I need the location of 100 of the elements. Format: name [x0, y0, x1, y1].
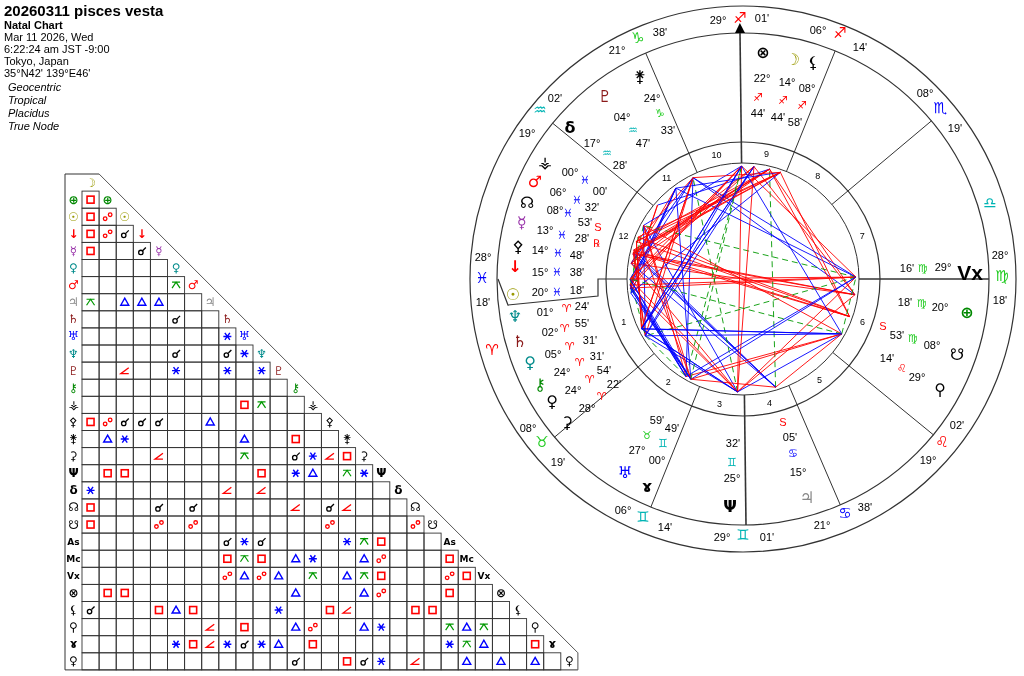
zodiac-sign-glyph: ♒: [628, 124, 638, 136]
chart-info-text: Tropical: [8, 94, 47, 106]
zodiac-sign-glyph: ♓: [572, 194, 582, 206]
degree-label: 38': [569, 266, 585, 278]
degree-label: 19': [550, 456, 566, 468]
planet-glyph: ⊕: [960, 305, 974, 321]
planet-glyph: ⚲: [934, 382, 946, 398]
zodiac-sign-glyph: ♌: [935, 434, 949, 450]
zodiac-sign-glyph: ♏: [933, 100, 947, 116]
planet-glyph: ⚳: [69, 450, 78, 463]
house-number: 3: [717, 399, 722, 409]
zodiac-sign-glyph: ♉: [535, 434, 549, 450]
degree-label: 21°: [608, 44, 626, 56]
house-number: 2: [665, 377, 671, 387]
house-number: 11: [661, 173, 672, 183]
degree-label: 16': [899, 262, 915, 274]
degree-label: 14': [879, 352, 895, 364]
planet-glyph: ɤ: [69, 638, 78, 651]
degree-label: 15°: [789, 466, 807, 478]
degree-label: 29°: [709, 14, 727, 26]
degree-label: 29°: [934, 261, 952, 273]
planet-glyph: ɤ: [641, 479, 653, 495]
planet-glyph: ☿: [155, 244, 163, 257]
degree-label: 25°: [723, 472, 741, 484]
zodiac-sign-glyph: ♉: [642, 429, 652, 441]
planet-glyph: ⚶: [307, 398, 318, 411]
planet-glyph: ↓: [136, 227, 147, 240]
planet-glyph: ♇: [68, 364, 79, 377]
degree-label: 32': [725, 437, 741, 449]
planet-glyph: δ: [69, 484, 78, 497]
planet-glyph: ♄: [68, 313, 79, 326]
planet-glyph: ⊗: [495, 586, 506, 599]
planet-glyph: ☿: [517, 215, 527, 231]
planet-glyph: ⚵: [69, 433, 78, 446]
degree-label: 05': [782, 431, 798, 443]
chart-info-text: 35°N42' 139°E46': [4, 67, 91, 79]
degree-label: 24°: [553, 366, 571, 378]
planet-glyph: ɤ: [548, 638, 557, 651]
house-number: 8: [815, 171, 821, 181]
motion-marker: ℞: [592, 237, 600, 249]
planet-glyph: Mc: [66, 554, 81, 564]
degree-label: 44': [750, 107, 766, 119]
degree-label: 28': [612, 159, 628, 171]
planet-glyph: δ: [564, 120, 576, 136]
zodiac-sign-glyph: ♓: [475, 270, 489, 286]
zodiac-sign-glyph: ♈: [585, 373, 595, 385]
planet-glyph: ☿: [69, 244, 78, 257]
planet-glyph: ⚷: [291, 381, 301, 394]
zodiac-sign-glyph: ♍: [908, 332, 918, 344]
degree-label: 14': [852, 41, 868, 53]
zodiac-sign-glyph: ♈: [485, 342, 499, 358]
degree-label: 22°: [753, 72, 771, 84]
degree-label: 02': [547, 92, 563, 104]
zodiac-sign-glyph: ♓: [553, 247, 563, 259]
degree-label: 15°: [531, 266, 549, 278]
planet-glyph: Vx: [957, 261, 983, 283]
house-number: 1: [621, 317, 627, 327]
house-number: 9: [763, 149, 769, 159]
degree-label: 18': [569, 284, 585, 296]
degree-label: 14°: [778, 76, 796, 88]
house-number: 12: [618, 231, 629, 241]
planet-glyph: ☽: [85, 176, 96, 189]
planet-glyph: ☋: [949, 347, 965, 363]
planet-glyph: ♀: [524, 355, 536, 371]
degree-label: 18': [897, 296, 913, 308]
zodiac-sign-glyph: ♍: [917, 297, 927, 309]
planet-glyph: ♄: [512, 334, 528, 350]
planet-glyph: ☊: [410, 501, 421, 514]
zodiac-sign-glyph: ♎: [983, 195, 997, 211]
degree-label: 01°: [536, 306, 554, 318]
chart-info-text: Placidus: [8, 107, 50, 119]
planet-glyph: δ: [394, 484, 403, 497]
planet-glyph: ♃: [68, 296, 79, 309]
planet-glyph: Ψ: [68, 467, 79, 480]
zodiac-sign-glyph: ♐: [797, 99, 807, 111]
degree-label: 08°: [923, 339, 941, 351]
planet-glyph: ☉: [505, 287, 521, 303]
planet-glyph: ⚸: [69, 604, 78, 617]
planet-glyph: ⊗: [756, 45, 770, 61]
zodiac-sign-glyph: ♒: [533, 102, 547, 118]
planet-glyph: Mc: [459, 554, 474, 564]
degree-label: 59': [649, 414, 665, 426]
planet-glyph: ⊕: [102, 193, 113, 206]
degree-label: 00': [592, 185, 608, 197]
planet-glyph: ↓: [68, 227, 79, 240]
planet-glyph: ♂: [68, 279, 79, 292]
planet-glyph: ♅: [617, 465, 633, 481]
zodiac-sign-glyph: ♓: [580, 174, 590, 186]
motion-marker: S: [879, 320, 887, 332]
planet-glyph: ↓: [508, 259, 522, 275]
planet-glyph: ♂: [527, 174, 543, 190]
planet-glyph: ⚲: [530, 621, 540, 634]
planet-glyph: ♀: [564, 655, 574, 668]
degree-label: 18': [475, 296, 491, 308]
zodiac-sign-glyph: ♋: [788, 447, 798, 459]
degree-label: 53': [889, 329, 905, 341]
degree-label: 29°: [713, 531, 731, 543]
planet-glyph: ⚸: [807, 55, 819, 71]
degree-label: 01': [754, 12, 770, 24]
degree-label: 19°: [919, 454, 937, 466]
